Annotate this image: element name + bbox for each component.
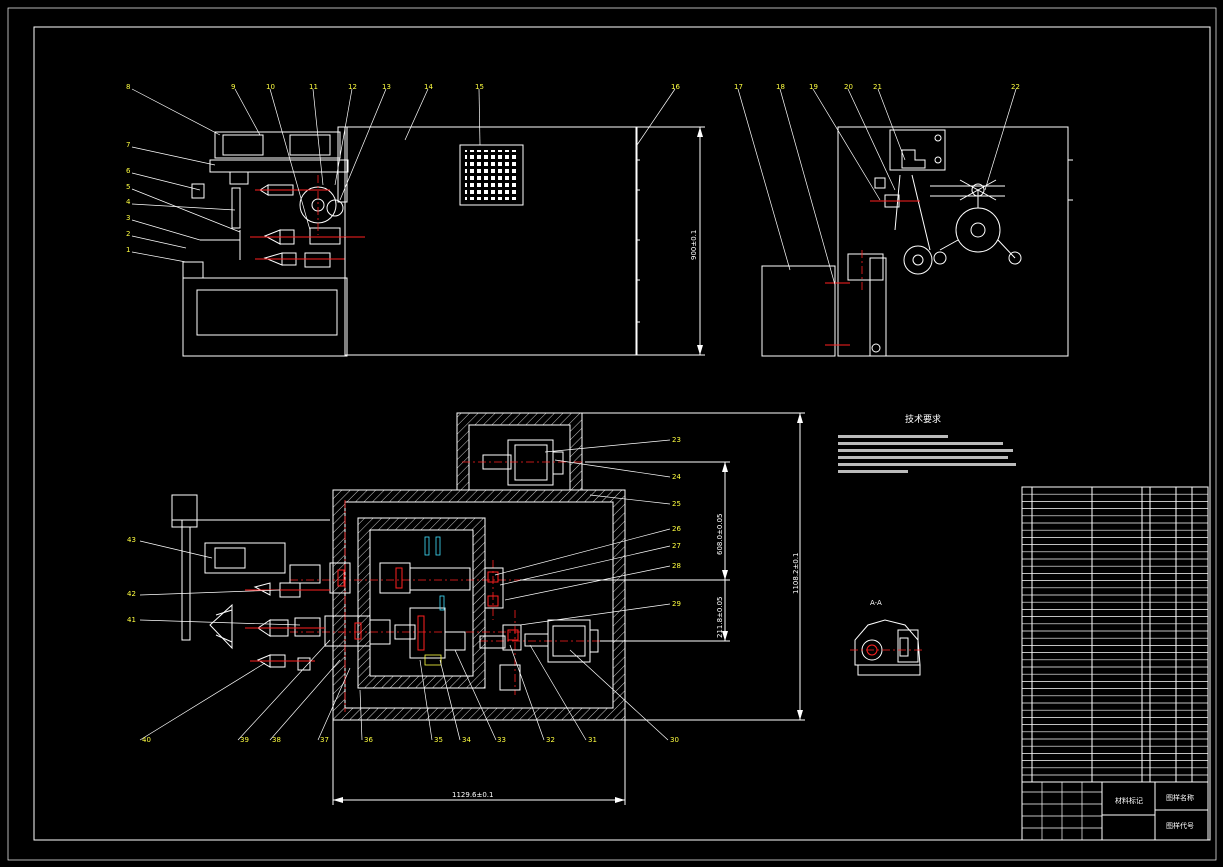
- balloon-20: 20: [844, 83, 853, 91]
- material-mark: 材料标记: [1115, 796, 1143, 805]
- technical-requirements: 技术要求: [838, 413, 1016, 473]
- leaders-top: [131, 88, 1017, 286]
- inner-border: [33, 26, 1211, 841]
- balloon-39: 39: [240, 736, 249, 744]
- balloon-9: 9: [231, 83, 235, 91]
- balloon-41: 41: [127, 616, 136, 624]
- balloon-34: 34: [462, 736, 471, 744]
- balloon-32: 32: [546, 736, 555, 744]
- section-label: A-A: [870, 599, 882, 607]
- balloon-10: 10: [266, 83, 275, 91]
- control-panel: [459, 144, 524, 206]
- dim-width-main: 1129.6±0.1: [452, 791, 494, 799]
- balloon-29: 29: [672, 600, 681, 608]
- drawing-code: 图样代号: [1166, 821, 1194, 830]
- balloon-23: 23: [672, 436, 681, 444]
- balloon-31: 31: [588, 736, 597, 744]
- balloon-25: 25: [672, 500, 681, 508]
- balloon-3: 3: [126, 214, 130, 222]
- balloon-27: 27: [672, 542, 681, 550]
- balloon-6: 6: [126, 167, 131, 175]
- title-block: 材料标记 图样名称 图样代号: [1021, 486, 1209, 841]
- balloon-43: 43: [127, 536, 136, 544]
- section-a-a: A-A: [850, 599, 925, 676]
- tech-requirements-title: 技术要求: [905, 413, 941, 425]
- balloon-15: 15: [475, 83, 484, 91]
- dim-right-b: 211.8±0.05: [716, 597, 724, 639]
- dim-height-top: 900±0.1: [690, 230, 698, 260]
- balloon-22: 22: [1011, 83, 1020, 91]
- balloon-11: 11: [309, 83, 318, 91]
- balloon-7: 7: [126, 141, 130, 149]
- balloon-19: 19: [809, 83, 818, 91]
- leaders-main: [139, 439, 671, 741]
- balloon-13: 13: [382, 83, 391, 91]
- balloon-33: 33: [497, 736, 506, 744]
- balloon-4: 4: [126, 198, 131, 206]
- balloon-1: 1: [126, 246, 130, 254]
- balloon-14: 14: [424, 83, 433, 91]
- balloon-40: 40: [142, 736, 151, 744]
- balloon-21: 21: [873, 83, 882, 91]
- balloon-30: 30: [670, 736, 679, 744]
- front-view: 900±0.1: [182, 126, 705, 357]
- balloon-35: 35: [434, 736, 443, 744]
- dim-right-a: 608.0±0.05: [716, 514, 724, 556]
- outer-border: [7, 7, 1217, 861]
- balloon-24: 24: [672, 473, 681, 481]
- balloon-2: 2: [126, 230, 130, 238]
- balloon-5: 5: [126, 183, 130, 191]
- main-view: 1129.6±0.1 1108.2±0.1 608.0±0.05 211.8±0…: [171, 412, 805, 805]
- balloon-26: 26: [672, 525, 681, 533]
- balloon-17: 17: [734, 83, 743, 91]
- balloon-42: 42: [127, 590, 136, 598]
- balloon-12: 12: [348, 83, 357, 91]
- balloon-18: 18: [776, 83, 785, 91]
- side-view: [761, 126, 1073, 357]
- balloon-36: 36: [364, 736, 373, 744]
- balloon-37: 37: [320, 736, 329, 744]
- drawing-name: 图样名称: [1166, 793, 1194, 802]
- balloon-38: 38: [272, 736, 281, 744]
- balloon-8: 8: [126, 83, 130, 91]
- balloon-16: 16: [671, 83, 680, 91]
- dim-height-main: 1108.2±0.1: [792, 553, 800, 595]
- balloon-28: 28: [672, 562, 681, 570]
